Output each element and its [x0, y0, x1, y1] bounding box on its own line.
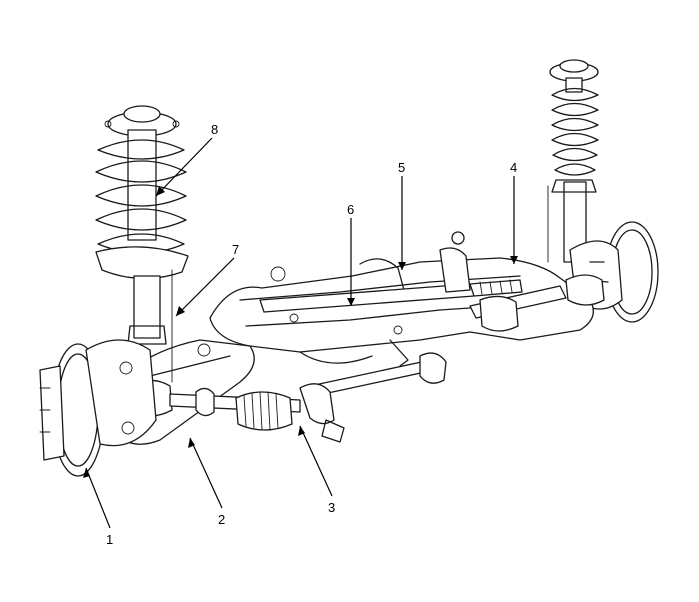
right-drive-shaft: [469, 274, 605, 332]
left-knuckle-and-disc: [39, 339, 157, 477]
callout-1: 1: [106, 532, 113, 547]
leader-line-8: [155, 137, 213, 197]
right-strut-assembly: [547, 59, 599, 263]
leader-line-3: [299, 425, 333, 497]
leader-line-2: [189, 437, 223, 509]
leader-line-7: [175, 257, 235, 317]
callout-8: 8: [211, 122, 218, 137]
steering-gear-rack: [259, 231, 523, 313]
callout-2: 2: [218, 512, 225, 527]
callout-5: 5: [398, 160, 405, 175]
leader-lines: [85, 137, 515, 529]
callout-6: 6: [347, 202, 354, 217]
stabilizer-bar: [299, 339, 447, 443]
callout-4: 4: [510, 160, 517, 175]
left-strut-assembly: [95, 105, 189, 383]
callout-3: 3: [328, 500, 335, 515]
callout-7: 7: [232, 242, 239, 257]
leader-arrowheads: [83, 186, 518, 478]
leader-line-1: [85, 467, 111, 529]
callout-labels: 1 2 3 4 5 6 7 8: [106, 122, 517, 547]
